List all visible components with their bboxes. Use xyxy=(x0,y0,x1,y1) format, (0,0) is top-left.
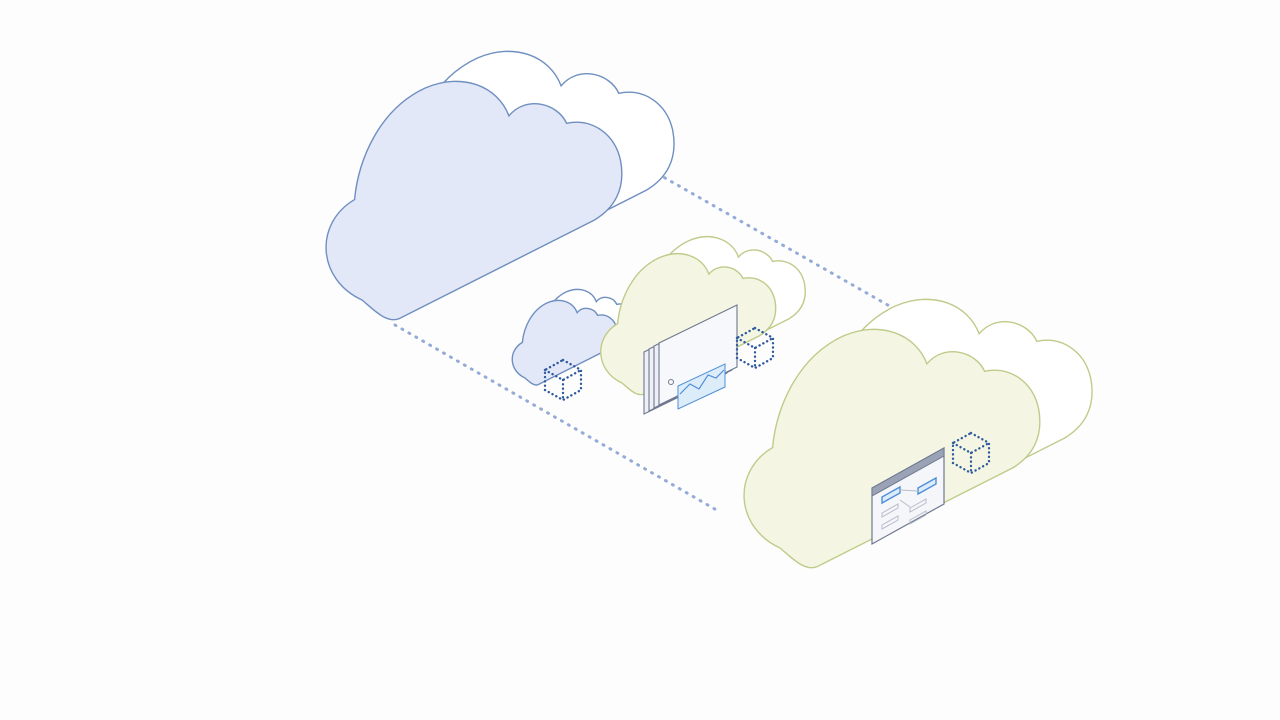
workflow-node xyxy=(881,503,899,518)
dashboard-indicator-icon xyxy=(668,379,674,385)
workflow-node xyxy=(909,510,927,525)
workflow-node-right xyxy=(917,476,937,496)
workflow-window-titlebar xyxy=(871,447,945,497)
workflow-window-icon xyxy=(871,446,945,546)
large-blue-cloud xyxy=(325,50,675,321)
dashboard-chart-line xyxy=(679,369,725,395)
workflow-node xyxy=(881,515,899,530)
large-green-cloud xyxy=(743,298,1093,569)
dashboard-chart-panel xyxy=(677,363,726,410)
dashboard-stack-icon xyxy=(643,304,738,415)
workflow-node-left xyxy=(881,485,901,505)
connector-bottom xyxy=(393,323,722,514)
dashboard-screen xyxy=(658,304,738,406)
workflow-connector xyxy=(899,489,919,508)
workflow-node xyxy=(909,498,927,513)
